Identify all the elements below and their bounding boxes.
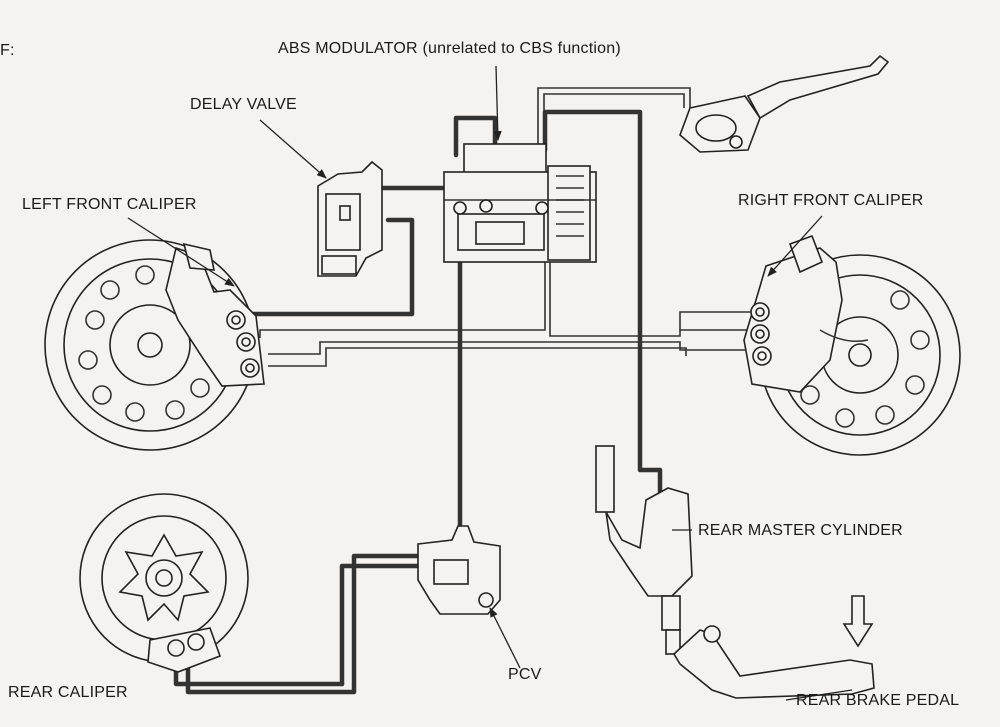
rear-disc — [79, 493, 249, 663]
right-front-caliper — [743, 234, 869, 393]
rear-brake-pedal — [672, 595, 875, 699]
pcv-valve — [417, 525, 501, 615]
left-front-caliper-label: LEFT FRONT CALIPER — [22, 196, 197, 213]
rear-master-cylinder — [595, 445, 693, 655]
rear-caliper-label: REAR CALIPER — [8, 684, 128, 701]
rear-brake-pedal-label: REAR BRAKE PEDAL — [796, 692, 960, 709]
delay-valve — [317, 160, 383, 277]
pcv-label: PCV — [508, 666, 542, 683]
left-front-caliper — [165, 242, 265, 387]
abs-modulator — [443, 143, 597, 263]
pointer-lines — [127, 65, 853, 701]
abs-modulator-label: ABS MODULATOR (unrelated to CBS function… — [278, 40, 621, 57]
rear-master-cylinder-label: REAR MASTER CYLINDER — [698, 522, 903, 539]
rear-caliper — [147, 627, 222, 673]
right-front-caliper-label: RIGHT FRONT CALIPER — [738, 192, 924, 209]
front-thin-lines — [259, 215, 755, 367]
delay-valve-label: DELAY VALVE — [190, 96, 297, 113]
corner-text: F: — [0, 42, 15, 59]
front-brake-lever — [679, 54, 890, 153]
